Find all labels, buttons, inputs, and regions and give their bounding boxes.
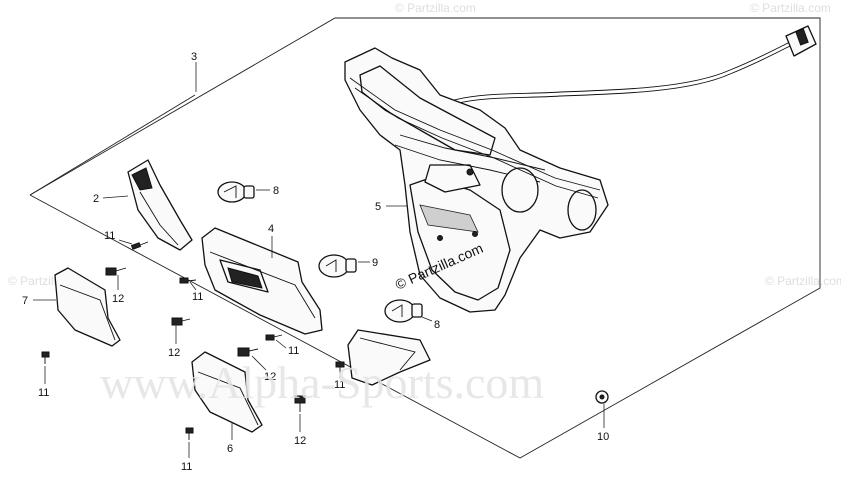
callout-4: 4: [268, 223, 274, 235]
lower-turn-lens: [191, 351, 263, 433]
reflector-bracket: [127, 159, 193, 251]
callout-10: 10: [597, 431, 609, 443]
screw-11a: [130, 241, 149, 250]
screw-11c: [41, 351, 50, 364]
wire-harness-inner: [429, 45, 791, 113]
tail-lamp-lens: [201, 227, 323, 335]
bolt-12a: [105, 267, 127, 276]
bulb-upper: [217, 181, 255, 203]
callout-12-b: 12: [168, 347, 180, 359]
callout-6: 6: [227, 443, 233, 455]
watermark-right: © Partzilla.com: [765, 274, 841, 288]
left-turn-lens: [54, 267, 121, 347]
bolt-12d: [294, 395, 306, 412]
callout-8-lower: 8: [434, 319, 440, 331]
callout-2: 2: [93, 193, 99, 205]
callout-12-d: 12: [294, 435, 306, 447]
bolt-12c: [237, 347, 259, 357]
callout-7: 7: [22, 295, 28, 307]
screw-11b: [179, 277, 197, 284]
bulb-lower: [384, 299, 423, 323]
bulb-middle: [318, 254, 357, 278]
leader-lines: [33, 62, 605, 458]
callout-3: 3: [191, 51, 197, 63]
assembly-frame-left: [29, 94, 196, 196]
callout-9: 9: [372, 257, 378, 269]
screw-11e: [335, 361, 345, 374]
wire-harness: [429, 41, 791, 109]
callout-5: 5: [375, 201, 381, 213]
connector-plug: [785, 25, 817, 57]
screw-11f: [185, 427, 194, 440]
license-bracket: [344, 47, 609, 313]
alpha-sports-watermark: www.Alpha-Sports.com: [100, 357, 544, 408]
callout-11-e: 11: [334, 379, 345, 391]
callout-11-c: 11: [38, 387, 49, 399]
callout-11-d: 11: [288, 345, 299, 357]
callout-11-a: 11: [104, 230, 115, 242]
screw-11d: [265, 334, 283, 341]
callout-11-b: 11: [192, 291, 203, 303]
callout-12-c: 12: [264, 371, 276, 383]
right-turn-lens: [347, 329, 431, 386]
watermark-top-left: © Partzilla.com: [395, 1, 476, 15]
nut-10: [595, 390, 609, 404]
bolt-12b: [171, 317, 191, 326]
callout-12-a: 12: [112, 293, 124, 305]
assembly-frame: [29, 17, 821, 459]
watermark-top-right: © Partzilla.com: [750, 1, 831, 15]
callout-11-f: 11: [181, 461, 192, 473]
callout-8-upper: 8: [273, 185, 279, 197]
